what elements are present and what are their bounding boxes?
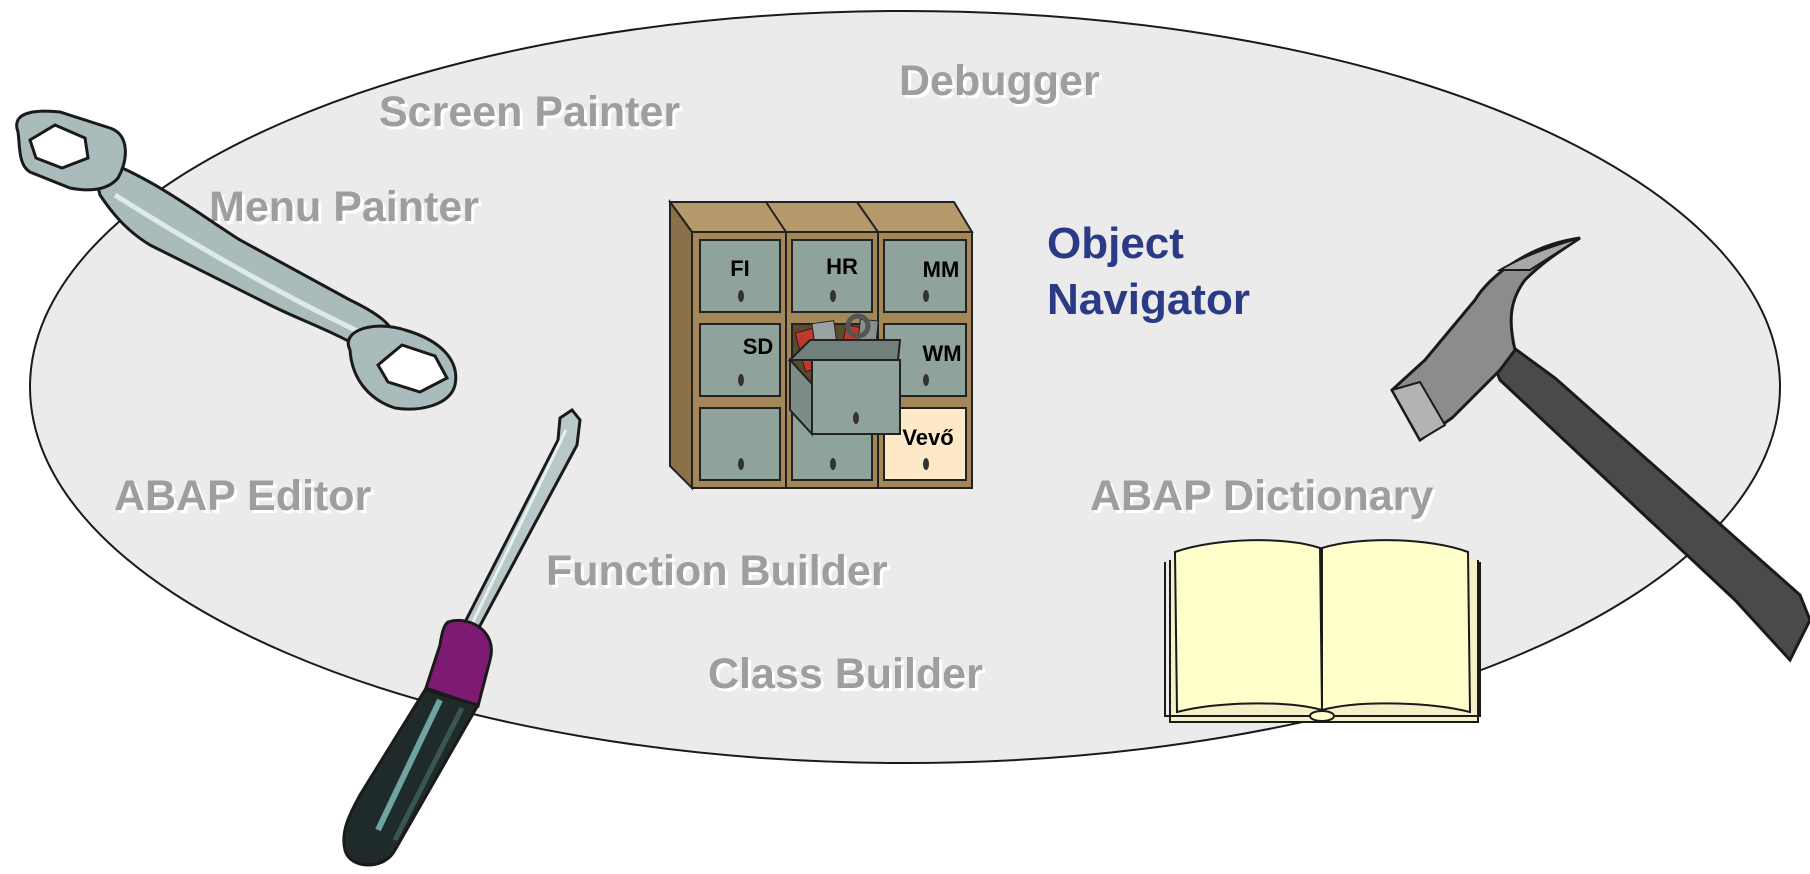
label-function-builder-group: Function Builder Function Builder (546, 547, 891, 598)
label-screen-painter: Screen Painter (379, 88, 680, 136)
drawer-label-mm: MM (923, 257, 960, 282)
hammer-icon (1390, 236, 1810, 663)
label-abap-editor-group: ABAP Editor ABAP Editor (114, 472, 374, 523)
svg-text:Function Builder: Function Builder (549, 550, 891, 598)
drawer-label-fi: FI (730, 256, 750, 281)
label-abap-dictionary-group: ABAP Dictionary ABAP Dictionary (1090, 472, 1436, 523)
svg-text:ABAP Dictionary: ABAP Dictionary (1093, 475, 1436, 523)
book-icon (1164, 539, 1481, 723)
drawer-label-sd: SD (743, 334, 774, 359)
label-class-builder-group: Class Builder Class Builder (708, 650, 986, 701)
drawer-label-vevo: Vevő (902, 425, 953, 450)
label-menu-painter: Menu Painter (209, 183, 479, 231)
label-abap-dictionary: ABAP Dictionary (1090, 472, 1433, 520)
svg-text:Screen Painter: Screen Painter (382, 91, 683, 139)
drawer-label-hr: HR (826, 254, 858, 279)
label-debugger: Debugger (899, 57, 1100, 105)
label-class-builder: Class Builder (708, 650, 983, 698)
label-function-builder: Function Builder (546, 547, 888, 595)
svg-text:ABAP Editor: ABAP Editor (117, 475, 374, 523)
label-menu-painter-group: Menu Painter Menu Painter (209, 183, 482, 234)
wrench-icon (15, 109, 458, 411)
label-screen-painter-group: Screen Painter Screen Painter (379, 88, 683, 139)
label-object-navigator-line1: Object (1047, 219, 1184, 268)
svg-text:Class Builder: Class Builder (711, 653, 986, 701)
filing-cabinet-icon: FI HR MM SD WM Vevő (668, 198, 974, 491)
svg-text:Debugger: Debugger (902, 60, 1103, 108)
screwdriver-icon (342, 407, 582, 867)
open-drawer (787, 339, 902, 437)
label-object-navigator-line2: Navigator (1047, 275, 1250, 324)
svg-text:Menu Painter: Menu Painter (212, 186, 482, 234)
drawer-label-wm: WM (922, 341, 961, 366)
label-debugger-group: Debugger Debugger (899, 57, 1103, 108)
label-abap-editor: ABAP Editor (114, 472, 371, 520)
